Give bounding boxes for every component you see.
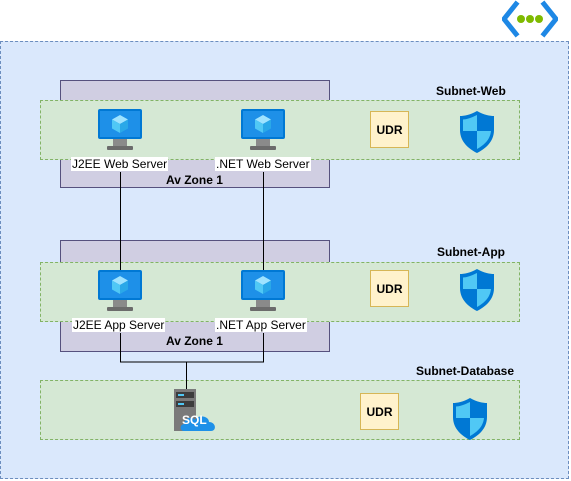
udr-database: UDR xyxy=(360,393,399,430)
udr-web: UDR xyxy=(370,111,409,148)
server-label-j2ee-app: J2EE App Server xyxy=(72,318,166,332)
network-security-group-icon xyxy=(451,397,489,441)
server-label-j2ee-web: J2EE Web Server xyxy=(71,157,169,171)
sql-label: SQL xyxy=(182,413,207,427)
virtual-network-icon xyxy=(500,0,560,38)
virtual-machine-icon xyxy=(239,109,287,153)
virtual-machine-icon xyxy=(96,109,144,153)
sql-server-icon xyxy=(172,389,220,435)
udr-app: UDR xyxy=(370,270,409,307)
network-security-group-icon xyxy=(458,110,496,154)
zone-label-web: Av Zone 1 xyxy=(166,173,223,187)
virtual-machine-icon xyxy=(96,270,144,314)
server-label-net-app: .NET App Server xyxy=(215,318,307,332)
subnet-web-label: Subnet-Web xyxy=(436,84,506,98)
virtual-machine-icon xyxy=(239,270,287,314)
server-label-net-web: .NET Web Server xyxy=(215,157,311,171)
subnet-database xyxy=(40,380,520,440)
subnet-app-label: Subnet-App xyxy=(437,245,505,259)
subnet-database-label: Subnet-Database xyxy=(416,364,515,378)
zone-label-app: Av Zone 1 xyxy=(166,334,223,348)
network-security-group-icon xyxy=(458,268,496,312)
